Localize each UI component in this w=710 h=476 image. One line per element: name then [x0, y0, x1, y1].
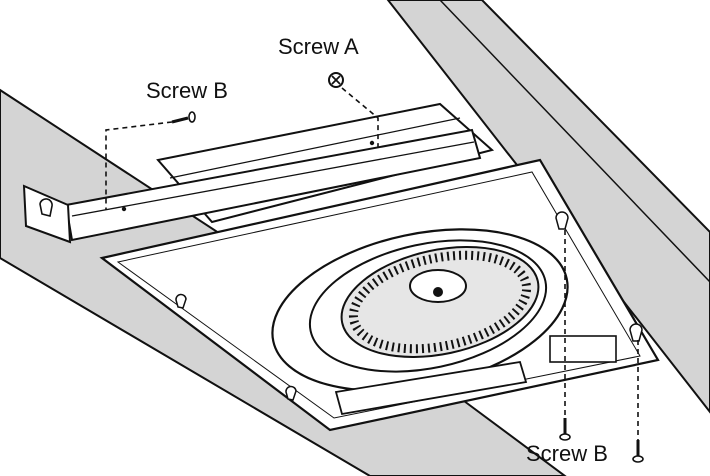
ceiling-joist-left-edge — [0, 257, 371, 476]
flange-keyhole-icon — [175, 293, 187, 309]
hanger-bar-groove — [71, 141, 475, 217]
damper-strip — [334, 360, 528, 416]
flange-keyhole-icon — [629, 323, 643, 342]
bracket-keyhole-icon — [39, 198, 53, 217]
screw-b-top-label: Screw B — [146, 78, 228, 103]
screw-a-guide-line — [341, 87, 379, 148]
bar-screw-hole — [369, 140, 375, 146]
ceiling-joist-right-edge — [439, 0, 710, 283]
blower-shaft — [433, 287, 443, 297]
motor-plate — [549, 335, 617, 363]
flange-inner-edge — [116, 171, 641, 419]
flange-keyhole-icon — [555, 211, 569, 230]
bracket-screw-hole — [121, 206, 127, 212]
screw-b-right-icon — [632, 440, 644, 463]
screw-a-label: Screw A — [278, 34, 359, 59]
flange-keyhole-icon — [285, 385, 297, 401]
screw-b-top-icon — [171, 111, 196, 124]
housing-seam — [169, 117, 461, 179]
screw-b-left-icon — [559, 418, 571, 441]
screw-b-bottom-label: Screw B — [526, 441, 608, 466]
blower-wheel-blades — [348, 250, 532, 354]
screw-a-icon — [328, 72, 344, 88]
screw-b-top-guide-line — [105, 121, 173, 210]
blower-hub — [409, 269, 467, 303]
